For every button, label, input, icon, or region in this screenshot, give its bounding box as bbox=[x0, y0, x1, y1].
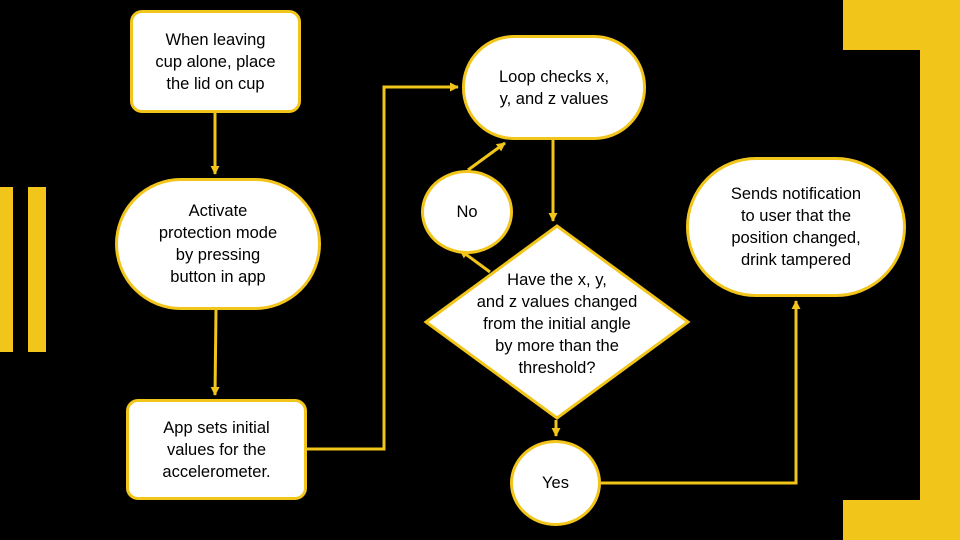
send-notification-text: Sends notification to user that the posi… bbox=[730, 185, 862, 269]
arrow-protect-to-initial bbox=[210, 309, 220, 396]
arrow-yes-to-notify bbox=[601, 300, 801, 485]
start-step-text: When leaving cup alone, place the lid on… bbox=[155, 30, 276, 93]
decorative-bar-left-1 bbox=[0, 187, 13, 352]
start-step-box: When leaving cup alone, place the lid on… bbox=[130, 10, 301, 113]
decorative-bar-bottom-right bbox=[843, 500, 960, 540]
initial-values-step-box: App sets initial values for the accelero… bbox=[126, 399, 307, 500]
activate-protection-step: Activate protection mode by pressing but… bbox=[115, 178, 321, 310]
no-branch-circle: No bbox=[421, 170, 513, 254]
decision-text: Have the x, y, and z values changed from… bbox=[476, 271, 638, 377]
decorative-bar-left-2 bbox=[28, 187, 46, 352]
yes-branch-circle: Yes bbox=[510, 440, 601, 526]
initial-values-text: App sets initial values for the accelero… bbox=[162, 418, 271, 481]
decision-diamond-shape bbox=[423, 224, 691, 420]
send-notification-step: Sends notification to user that the posi… bbox=[686, 157, 906, 297]
loop-check-step: Loop checks x, y, and z values bbox=[462, 35, 646, 140]
no-label: No bbox=[456, 203, 478, 221]
activate-protection-text: Activate protection mode by pressing but… bbox=[158, 202, 278, 286]
arrow-initial-to-loop bbox=[307, 82, 459, 451]
arrow-no-to-loop bbox=[467, 141, 506, 172]
decorative-bar-right bbox=[920, 0, 960, 540]
yes-label: Yes bbox=[542, 474, 569, 492]
decision-diamond: Have the x, y, and z values changed from… bbox=[424, 224, 690, 420]
loop-check-text: Loop checks x, y, and z values bbox=[498, 67, 610, 108]
